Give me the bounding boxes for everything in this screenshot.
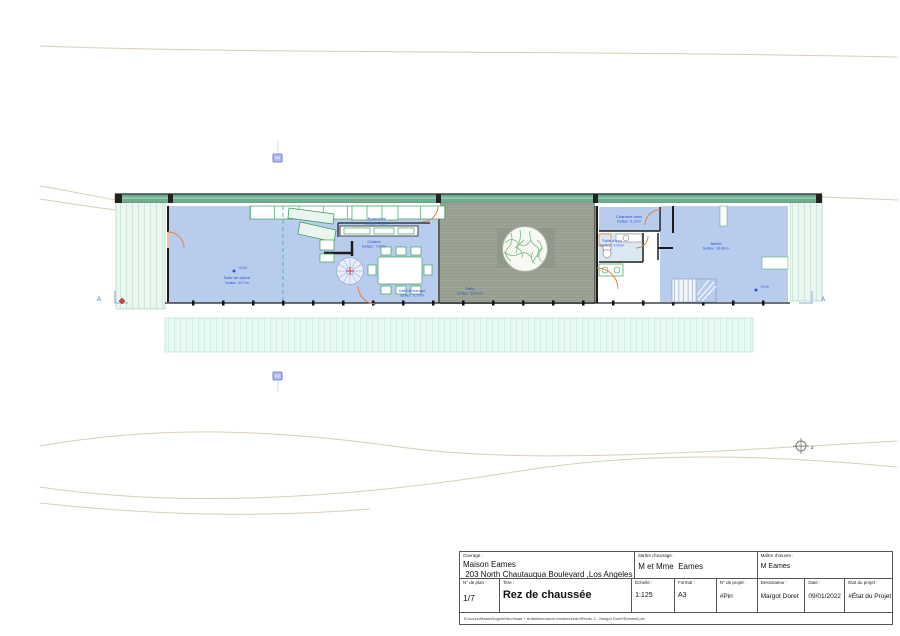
room-surface: Surface : 4,20 m²	[600, 244, 624, 248]
titleblock-draftsman-cell: Dessinateur : Margot Doret	[757, 579, 806, 613]
walls	[165, 206, 790, 306]
living-wing-floor	[169, 206, 438, 303]
elevation-marker-bottom	[272, 371, 283, 392]
date-value: 09/01/2022	[808, 593, 841, 601]
title-block: Ouvrage : Maison Eames 203 North Chautau…	[459, 551, 893, 625]
room-label: Chambre amis	[616, 214, 642, 219]
format-label: Format :	[677, 580, 695, 585]
patio-courtyard	[440, 203, 595, 304]
room-labels: Salle de séjour Surface : 50,7 m² Buande…	[224, 214, 769, 298]
patio-tree	[502, 226, 548, 272]
spiral-staircase	[336, 257, 364, 285]
room-surface: Surface : 54,04 m²	[457, 292, 483, 296]
titleblock-date-cell: Date : 09/01/2022	[805, 579, 846, 613]
status-label: État du projet :	[848, 580, 878, 585]
draftsman-name: Margot Doret	[760, 593, 799, 601]
spot-level-dot	[754, 288, 758, 292]
format-value: A3	[677, 592, 687, 600]
laundry-machines	[351, 205, 399, 221]
origin-crosshair-icon: z	[793, 438, 814, 454]
spot-level-dot	[232, 269, 236, 273]
titleblock-status-cell: État du projet : #État du Projet	[845, 579, 892, 613]
draftsman-label: Dessinateur :	[760, 580, 788, 585]
client-name: M et Mme Eames	[638, 562, 704, 572]
wall-opening	[761, 256, 789, 270]
builtin-cabinet	[287, 207, 335, 225]
north-wall-strip	[114, 193, 823, 203]
room-label: Atelier	[710, 241, 722, 246]
titleblock-ouvrage-cell: Ouvrage : Maison Eames 203 North Chautau…	[460, 552, 636, 579]
dining-set	[367, 246, 433, 295]
drawing-title: Rez de chaussée	[502, 589, 592, 602]
bathroom-fixtures	[598, 233, 643, 259]
project-number: #Pin	[719, 593, 733, 601]
elevation-marker-top	[272, 141, 283, 163]
titleblock-format-cell: Format : A3	[674, 579, 717, 613]
status-value: #État du Projet	[848, 593, 892, 601]
project-name: Maison Eames	[463, 560, 516, 570]
spot-level: +0,00	[760, 285, 769, 289]
terrain-contour-lines	[39, 45, 899, 515]
project-address: 203 North Chautauqua Boulevard ,Los Ange…	[463, 569, 633, 579]
spot-level: +0,00	[238, 266, 247, 270]
room-label: Patio	[465, 286, 475, 291]
titleblock-scale-cell: Échelle : 1:125	[632, 579, 675, 613]
room-label: Cuisine	[367, 239, 381, 244]
guest-room-floor	[599, 207, 659, 231]
ouvrage-label: Ouvrage :	[463, 553, 483, 558]
timber-decks	[115, 201, 823, 353]
titleblock-project-number-cell: N° de projet : #Pin	[716, 579, 758, 613]
titleblock-plan-number-cell: N° de plan : 1/7	[460, 579, 500, 613]
project-number-label: N° de projet :	[719, 580, 747, 585]
furniture	[249, 205, 789, 303]
room-surface: Surface : 36,08 m²	[703, 247, 729, 251]
room-label: Salle à manger	[399, 288, 427, 293]
lower-terrace	[164, 317, 754, 353]
architect-name: M Eames	[760, 563, 791, 571]
file-path: D:\cours\Master\logiciel\Archicad + Artl…	[464, 616, 645, 621]
plan-number: 1/7	[463, 593, 475, 604]
room-label: Buanderie	[368, 216, 387, 221]
titre-label: Titre :	[502, 580, 515, 585]
section-letter: A	[97, 297, 101, 303]
date-label: Date :	[808, 580, 821, 585]
survey-point-diamond	[118, 297, 126, 305]
titleblock-title-cell: Titre : Rez de chaussée	[499, 579, 633, 613]
titleblock-architect-cell: Maître d'œuvre : M Eames	[757, 552, 892, 579]
titleblock-client-cell: Maître d'ouvrage : M et Mme Eames	[635, 552, 758, 579]
storage-units	[598, 263, 624, 277]
room-surface: Surface : 9,10 m²	[617, 220, 641, 224]
maitre-oeuvre-label: Maître d'œuvre :	[760, 553, 794, 558]
atelier-staircase	[671, 278, 717, 303]
origin-label: z	[810, 445, 814, 451]
section-marker-left: A	[97, 291, 128, 304]
room-surface: Surface : 7,94 m²	[362, 245, 386, 249]
wall-opening	[719, 205, 728, 227]
room-surface: Surface : 50,7 m²	[225, 281, 249, 285]
section-letter: A	[821, 297, 825, 303]
door-swings	[167, 205, 661, 305]
scale-value: 1:125	[635, 592, 653, 600]
plan-number-label: N° de plan :	[463, 580, 487, 585]
room-label: Salle de séjour	[224, 275, 251, 280]
room-surface: Surface : 7,35 m²	[365, 222, 389, 226]
room-surface: Surface : 9,70 m²	[400, 294, 424, 298]
maitre-ouvrage-label: Maître d'ouvrage :	[638, 553, 675, 558]
scale-label: Échelle :	[635, 580, 653, 585]
section-marker-right: A	[799, 291, 825, 304]
room-label: Salle d'eau	[602, 238, 622, 243]
